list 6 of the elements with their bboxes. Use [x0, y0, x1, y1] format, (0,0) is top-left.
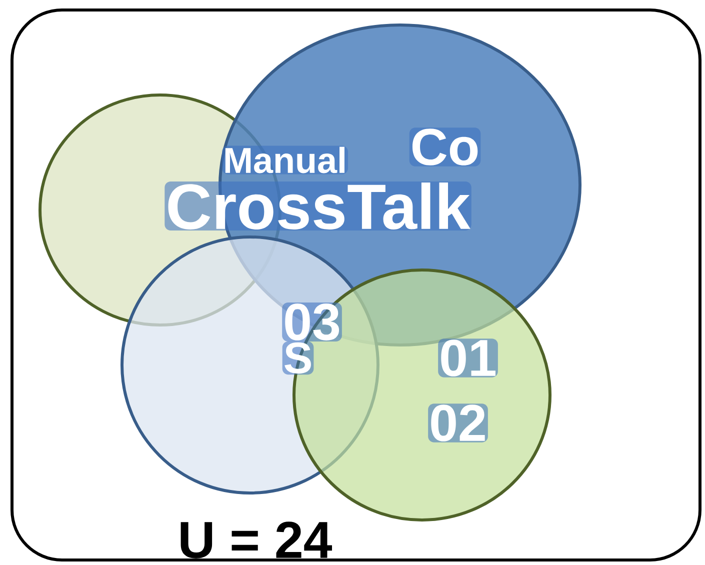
count-label: U = 24 [180, 522, 332, 558]
set-label: Co [409, 128, 481, 166]
set-label: 02 [428, 404, 488, 442]
set-label: CrossTalk [164, 182, 472, 230]
set-label: Manual [222, 146, 348, 174]
set-label: 01 [438, 338, 498, 378]
